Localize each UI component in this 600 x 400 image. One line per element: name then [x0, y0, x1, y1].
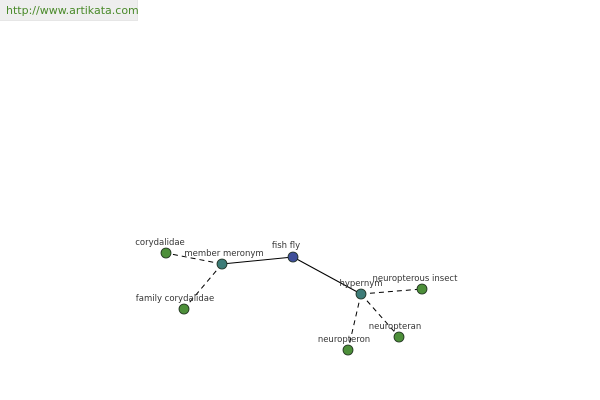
- node-neuropterous-insect[interactable]: [416, 283, 428, 295]
- node-label-neuropteron[interactable]: neuropteron: [318, 335, 370, 345]
- node-label-neuropterous-insect[interactable]: neuropterous insect: [373, 274, 459, 284]
- node-label-corydalidae[interactable]: corydalidae: [135, 238, 185, 248]
- edge-fish_fly-hypernym: [292, 256, 362, 295]
- edge-hypernym-neuropteron: [347, 293, 362, 351]
- edge-fish_fly-member_meronym: [221, 256, 294, 265]
- node-fish-fly[interactable]: [287, 251, 299, 263]
- node-label-fish-fly[interactable]: fish fly: [272, 241, 300, 251]
- url-bar: http://www.artikata.com: [0, 0, 139, 21]
- edge-hypernym-neuropteran: [360, 293, 400, 338]
- node-neuropteron[interactable]: [342, 344, 354, 356]
- node-hypernym[interactable]: [355, 288, 367, 300]
- node-label-neuropteran[interactable]: neuropteran: [369, 322, 422, 332]
- node-neuropteran[interactable]: [393, 331, 405, 343]
- node-label-family-corydalidae[interactable]: family corydalidae: [136, 294, 215, 304]
- edge-member_meronym-family_corydalidae: [183, 263, 223, 310]
- node-corydalidae[interactable]: [160, 247, 172, 259]
- edge-hypernym-neuropterous_insect: [360, 288, 423, 295]
- node-member-meronym[interactable]: [216, 258, 228, 270]
- nodes-layer: [160, 247, 428, 356]
- node-family-corydalidae[interactable]: [178, 303, 190, 315]
- labels-layer: fish fly member meronym hypernym corydalida…: [135, 238, 458, 345]
- node-label-member-meronym[interactable]: member meronym: [184, 249, 263, 259]
- edge-member_meronym-corydalidae: [165, 252, 223, 265]
- site-url[interactable]: http://www.artikata.com: [6, 4, 139, 17]
- node-label-hypernym[interactable]: hypernym: [339, 279, 382, 289]
- edges-layer: [165, 252, 423, 351]
